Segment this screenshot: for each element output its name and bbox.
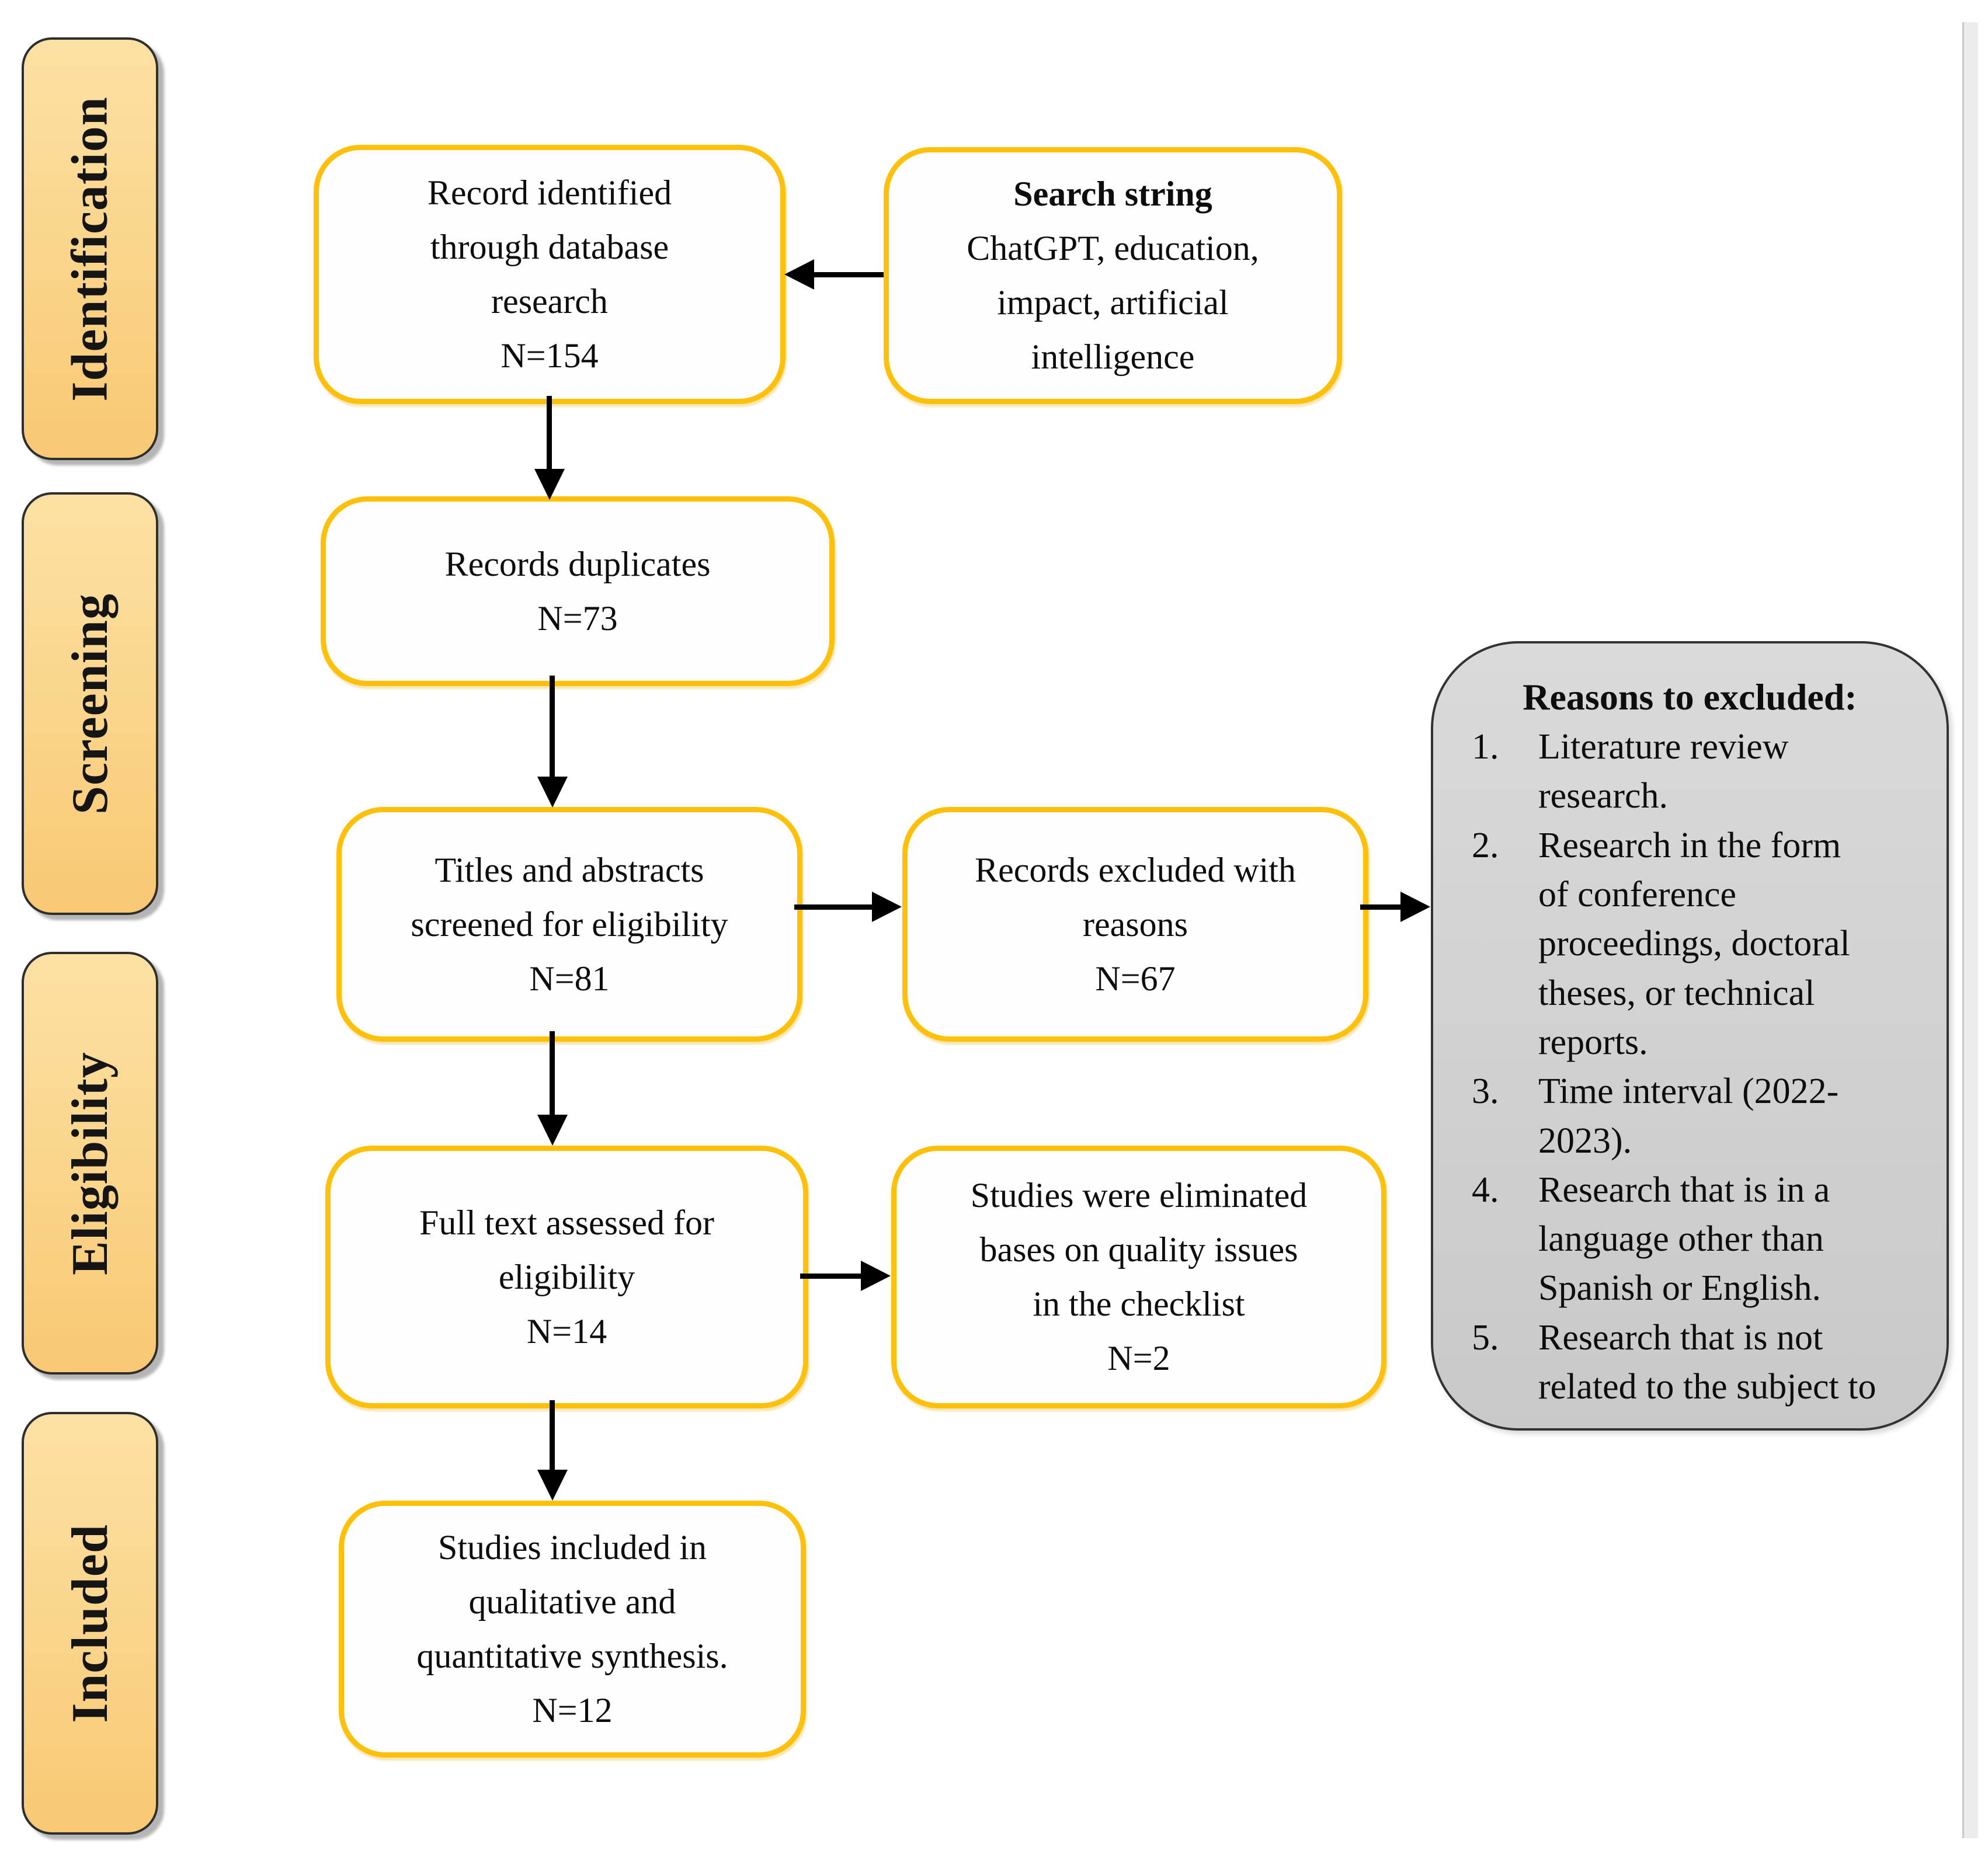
arrowhead-down-icon — [534, 469, 565, 500]
stage-box-eligibility: Eligibility — [22, 952, 158, 1375]
arrowhead-right-icon — [861, 1261, 891, 1291]
arrow-excluded-to-reasons — [1360, 904, 1402, 910]
arrow-screened-to-fulltext — [550, 1031, 555, 1116]
arrow-duplicates-to-screened — [550, 676, 555, 778]
arrowhead-left-icon — [784, 259, 814, 290]
flow-box-records-duplicates-text: Records duplicates N=73 — [444, 544, 711, 638]
flow-box-studies-included-text: Studies included in qualitative and quan… — [416, 1528, 728, 1730]
arrow-fulltext-to-included — [550, 1400, 555, 1471]
reason-item-text: Time interval (2022- 2023). — [1538, 1071, 1839, 1161]
arrowhead-down-icon — [537, 1115, 568, 1146]
reasons-excluded-box: Reasons to excluded: 1. Literature revie… — [1431, 641, 1949, 1431]
reason-item: 5. Research that is not related to the s… — [1433, 1313, 1947, 1412]
reason-item-number: 5. — [1472, 1317, 1499, 1358]
reason-item-number: 2. — [1472, 825, 1499, 865]
arrowhead-down-icon — [537, 1470, 568, 1501]
reason-item: 2. Research in the form of conference pr… — [1433, 821, 1947, 1067]
arrow-screened-to-excluded — [794, 904, 874, 910]
flow-box-fulltext-assessed: Full text assessed for eligibility N=14 — [325, 1146, 808, 1408]
reason-item-text: Research in the form of conference proce… — [1538, 825, 1850, 1062]
flow-box-search-string: Search string ChatGPT, education, impact… — [884, 147, 1342, 404]
stage-box-identification: Identification — [22, 37, 158, 460]
reason-item-text: Research that is in a language other tha… — [1538, 1170, 1830, 1309]
stage-box-included: Included — [22, 1412, 158, 1835]
flow-box-records-duplicates: Records duplicates N=73 — [321, 496, 835, 686]
flow-box-titles-abstracts-screened-text: Titles and abstracts screened for eligib… — [411, 850, 728, 998]
flow-box-records-excluded: Records excluded with reasons N=67 — [902, 807, 1368, 1042]
reason-item-text: Research that is not related to the subj… — [1538, 1317, 1876, 1407]
stage-label-identification: Identification — [61, 96, 119, 402]
flow-box-records-excluded-text: Records excluded with reasons N=67 — [975, 850, 1296, 998]
arrow-search-to-identified — [814, 272, 884, 277]
stage-label-included: Included — [61, 1523, 119, 1723]
reason-item-text: Literature review research. — [1538, 727, 1789, 816]
flow-box-records-identified-text: Record identified through database resea… — [427, 173, 672, 375]
reason-item: 1. Literature review research. — [1433, 722, 1947, 821]
flow-box-fulltext-assessed-text: Full text assessed for eligibility N=14 — [419, 1203, 714, 1351]
reason-item-number: 3. — [1472, 1071, 1499, 1112]
flow-box-titles-abstracts-screened: Titles and abstracts screened for eligib… — [336, 807, 802, 1042]
arrowhead-right-icon — [872, 892, 902, 922]
search-string-body: ChatGPT, education, impact, artificial i… — [967, 229, 1259, 376]
reason-item-number: 1. — [1472, 727, 1499, 767]
flow-box-studies-eliminated: Studies were eliminated bases on quality… — [891, 1146, 1386, 1408]
reason-item-number: 4. — [1472, 1170, 1499, 1210]
arrowhead-right-icon — [1400, 892, 1430, 922]
stage-label-eligibility: Eligibility — [61, 1051, 119, 1275]
arrowhead-down-icon — [537, 777, 568, 808]
flow-box-studies-included: Studies included in qualitative and quan… — [339, 1501, 806, 1758]
stage-box-screening: Screening — [22, 492, 158, 915]
reasons-excluded-title: Reasons to excluded: — [1523, 676, 1857, 718]
reason-item: 4. Research that is in a language other … — [1433, 1165, 1947, 1313]
page-edge-strip — [1962, 22, 1978, 1838]
search-string-title: Search string — [1013, 175, 1212, 213]
reason-item: 3. Time interval (2022- 2023). — [1433, 1067, 1947, 1165]
arrow-identified-to-duplicates — [547, 396, 552, 471]
flow-box-records-identified: Record identified through database resea… — [314, 145, 786, 404]
arrow-fulltext-to-eliminated — [800, 1274, 863, 1279]
stage-label-screening: Screening — [61, 593, 119, 815]
flow-box-studies-eliminated-text: Studies were eliminated bases on quality… — [970, 1176, 1308, 1377]
